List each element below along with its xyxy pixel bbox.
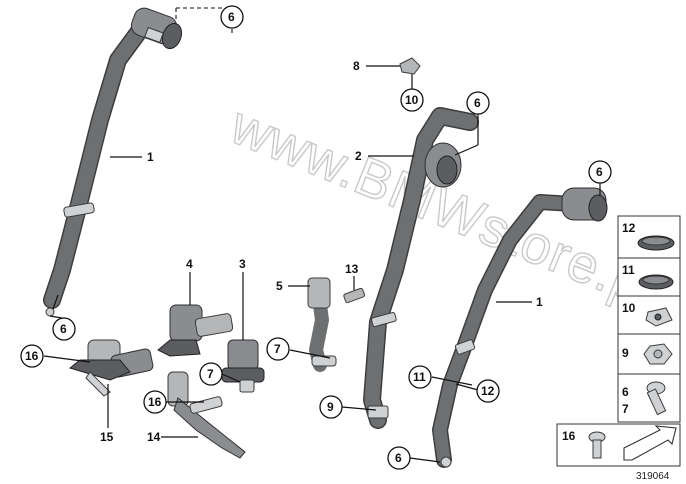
callout-1-left: 1 xyxy=(147,150,154,164)
callout-14: 14 xyxy=(147,430,161,444)
seat-belt-left-assembly xyxy=(43,7,183,317)
belt-spacer-13 xyxy=(343,287,366,304)
callout-2: 2 xyxy=(355,149,362,163)
legend-label-9: 9 xyxy=(622,346,629,360)
screw-icon xyxy=(646,381,667,416)
callout-6-top: 6 xyxy=(228,10,235,24)
callout-5: 5 xyxy=(276,279,283,293)
callout-11: 11 xyxy=(413,370,426,384)
legend-label-12: 12 xyxy=(622,221,636,235)
belt-cover-clip xyxy=(399,57,421,75)
callout-16-left: 16 xyxy=(25,349,39,363)
legend-label-10: 10 xyxy=(622,301,636,315)
belt-guide-loop xyxy=(63,202,95,218)
callout-12: 12 xyxy=(481,384,495,398)
belt-retractor-centre xyxy=(424,142,462,188)
fastener-legend: 12 11 10 9 6 7 xyxy=(617,215,681,423)
dashed-leader xyxy=(175,7,233,34)
callout-8: 8 xyxy=(353,59,360,73)
callout-15: 15 xyxy=(100,430,114,444)
callout-6-right: 6 xyxy=(596,165,603,179)
belt-buckle-15 xyxy=(68,339,154,397)
callout-6-centre: 6 xyxy=(474,96,481,110)
callout-3: 3 xyxy=(239,257,246,271)
callout-6-left: 6 xyxy=(60,322,67,336)
belt-buckle-5 xyxy=(307,277,337,372)
orientation-arrow-icon xyxy=(623,425,677,461)
screw-legend-box: 16 xyxy=(556,423,681,467)
callout-6-bottom: 6 xyxy=(395,451,402,465)
callout-10: 10 xyxy=(405,93,419,107)
callout-1-right: 1 xyxy=(536,295,543,309)
legend-label-16: 16 xyxy=(562,429,576,443)
belt-retractor-left xyxy=(130,7,183,50)
seat-belt-right-assembly xyxy=(432,187,608,468)
callout-16-lower: 16 xyxy=(148,395,162,409)
seat-belt-centre-assembly xyxy=(363,107,479,429)
callout-13: 13 xyxy=(345,262,359,276)
legend-label-7: 7 xyxy=(622,402,629,416)
callout-4: 4 xyxy=(186,257,193,271)
callout-7-buckle: 7 xyxy=(207,367,214,381)
legend-label-11: 11 xyxy=(622,263,635,277)
belt-buckle-3 xyxy=(221,339,265,393)
diagram-code: 319064 xyxy=(636,471,670,482)
belt-buckle-4 xyxy=(157,304,234,357)
screw-small-icon xyxy=(588,431,606,459)
legend-label-6: 6 xyxy=(622,385,629,399)
belt-buckle-14 xyxy=(167,371,246,459)
callout-9: 9 xyxy=(327,400,334,414)
belt-retractor-right xyxy=(561,187,608,222)
callout-7-centre: 7 xyxy=(274,342,281,356)
